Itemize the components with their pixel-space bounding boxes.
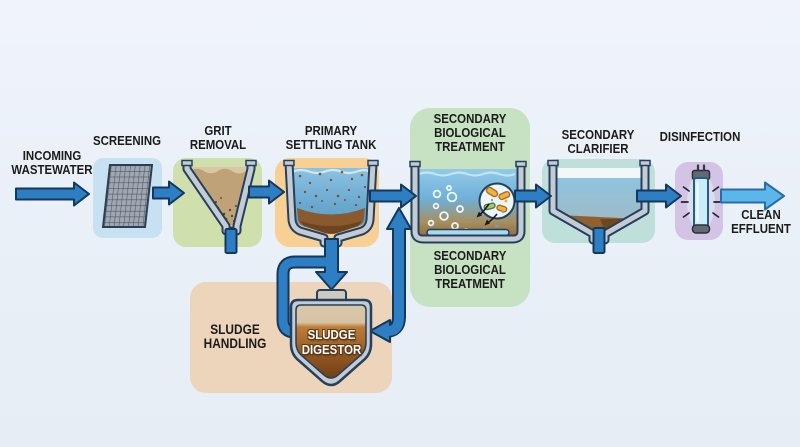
sludge-handling-label: SLUDGE HANDLING [203,322,267,351]
grit-removal-label: GRIT REMOVAL [189,123,247,152]
screen-mesh-icon [101,164,154,228]
primary-settling-label: PRIMARY SETTLING TANK [285,123,377,152]
arrow-clean-effluent [720,181,785,211]
arrow-primary-to-secondary [369,183,417,209]
secondary-biological-label-top: SECONDARY BIOLOGICAL TREATMENT [433,111,507,154]
arrow-secondary-to-clarifier [514,183,552,209]
clean-effluent-label: CLEAN EFFLUENT [731,207,791,236]
aeration-tank-microbes-icon [409,160,527,244]
microbes [483,186,511,214]
tank-rim-flanges [283,159,379,167]
tank-rim-flanges [547,159,651,167]
grit-drain-pipe [224,228,238,254]
aeration-bubbles [427,185,469,236]
arrow-clarifier-to-disinfection [636,183,682,209]
tank-rim-flanges [181,159,257,167]
sludge-digestor-icon [289,289,373,387]
uv-lamp-icon [680,164,722,234]
uv-tube [693,177,709,228]
sludge-digestor-label: SLUDGE DIGESTOR [301,327,362,357]
screening-label: SCREENING [92,133,162,148]
tank-rim-flanges [409,160,527,168]
uv-rays [680,186,722,218]
secondary-biological-label-bottom: SECONDARY BIOLOGICAL TREATMENT [433,248,507,291]
arrow-screening-to-grit [152,180,185,206]
clarifier-drain-pipe [592,227,606,254]
grit-funnel-tank-icon [181,159,257,236]
arrow-grit-to-primary [248,179,285,205]
digestor-feed-arrowhead [369,319,391,343]
arrow-incoming [15,181,90,207]
secondary-clarifier-label: SECONDARY CLARIFIER [561,127,635,156]
sludge-return-pipe [387,225,404,336]
disinfection-label: DISINFECTION [659,129,741,144]
flow-arrows [15,179,785,211]
settling-tank-icon [283,159,379,248]
incoming-wastewater-label: INCOMING WASTEWATER [11,148,93,177]
